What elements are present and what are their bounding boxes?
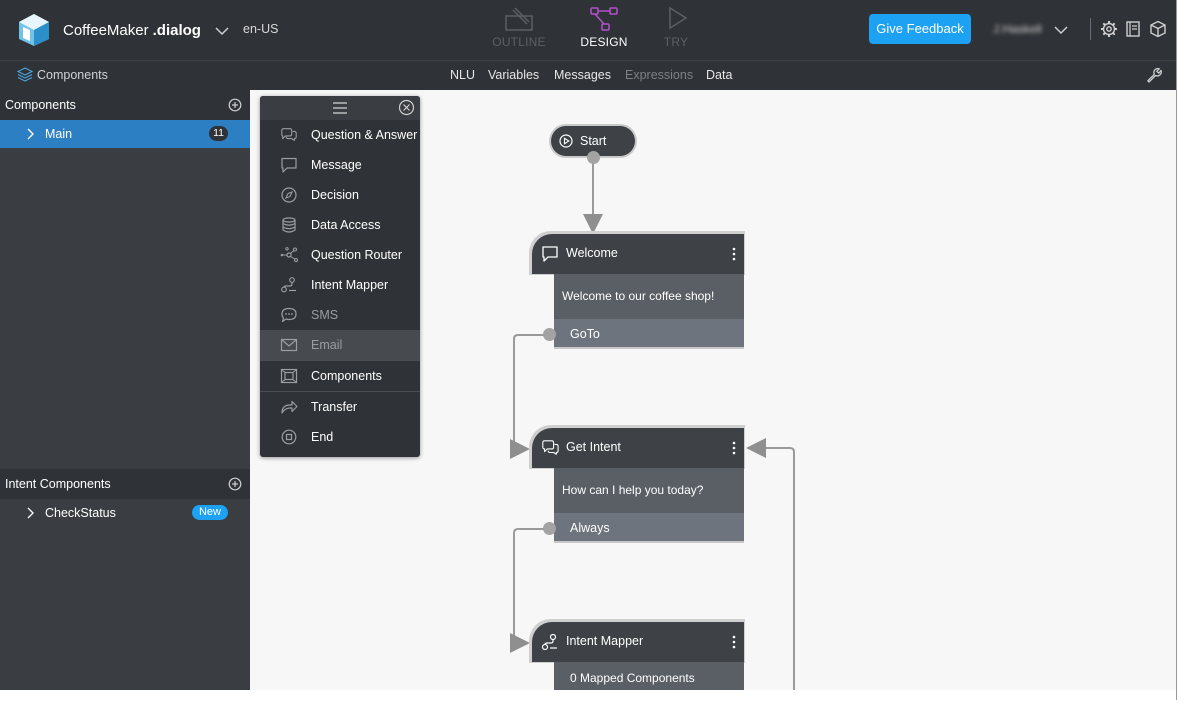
more-vertical-icon[interactable] [732,441,736,455]
router-icon [280,247,298,263]
mode-design[interactable]: DESIGN [564,6,644,49]
node-header: Get Intent [532,428,744,468]
node-question: How can I help you today? [554,468,744,513]
chevron-down-icon[interactable] [214,24,230,38]
get-intent-output-port[interactable] [543,522,556,535]
app-logo-icon [19,14,49,46]
add-component-icon[interactable] [228,98,242,112]
node-header: Intent Mapper [532,622,744,662]
intent-components-section-header: Intent Components [0,469,250,499]
node-palette: Question & Answer Message Decision Data … [260,96,420,457]
chevron-down-icon[interactable] [1053,23,1069,37]
tab-messages[interactable]: Messages [554,68,611,82]
flow-node-get-intent[interactable]: Get Intent How can I help you today? Alw… [532,428,744,545]
wrench-icon[interactable] [1146,67,1163,84]
palette-item-intent-mapper[interactable]: Intent Mapper [260,270,420,300]
chevron-right-icon[interactable] [25,128,35,140]
tab-data[interactable]: Data [706,68,733,82]
locale-selector[interactable]: en-US [243,22,279,36]
intent-mapper-icon [281,277,296,293]
chevron-right-icon[interactable] [25,507,35,519]
flow-connectors [510,158,795,700]
drag-handle-icon[interactable] [332,101,348,115]
flow-node-welcome[interactable]: Welcome Welcome to our coffee shop! GoTo [532,234,744,351]
palette-item-sms: SMS [260,300,420,330]
qa-icon [542,440,559,455]
tab-expressions: Expressions [625,68,694,82]
node-exit[interactable]: GoTo [554,319,744,349]
email-icon [280,338,298,352]
more-vertical-icon[interactable] [732,635,736,649]
palette-item-question-answer[interactable]: Question & Answer [260,120,420,150]
palette-item-message[interactable]: Message [260,150,420,180]
cube-icon[interactable] [1149,20,1167,38]
end-icon [281,429,297,445]
message-icon [281,157,297,173]
sidebar-item-checkstatus[interactable]: CheckStatus New [0,499,250,527]
app-window: CoffeeMaker.dialog en-US OUTLINE DESIGN [0,0,1177,700]
palette-item-data-access[interactable]: Data Access [260,210,420,240]
mode-outline: OUTLINE [479,6,559,49]
left-sidebar: Components Main 11 Intent Components Che… [0,90,250,700]
start-output-port[interactable] [587,151,600,164]
new-badge: New [191,505,228,520]
give-feedback-button[interactable]: Give Feedback [869,14,971,44]
node-exit[interactable]: Always [554,513,744,543]
message-icon [542,246,558,262]
outline-icon [505,7,533,31]
intent-mapper-icon [541,633,557,651]
sms-icon [281,307,297,323]
palette-divider [260,360,420,361]
tab-nlu[interactable]: NLU [450,68,476,82]
document-icon[interactable] [1124,20,1142,38]
add-intent-component-icon[interactable] [228,477,242,491]
count-badge: 11 [209,126,228,141]
play-icon [669,6,688,30]
compass-icon [281,187,297,203]
node-mapped-count: 0 Mapped Components [554,662,744,694]
top-header: CoffeeMaker.dialog en-US OUTLINE DESIGN [0,0,1176,60]
user-name[interactable]: J.Haskell [993,22,1042,36]
app-extension: .dialog [152,22,201,39]
palette-item-email: Email [260,330,420,360]
qa-icon [281,128,297,141]
gear-icon[interactable] [1100,20,1118,38]
header-divider [1090,18,1091,40]
breadcrumb[interactable]: Components [16,67,108,82]
layers-icon [16,67,34,82]
components-section-header: Components [0,90,250,120]
more-vertical-icon[interactable] [732,247,736,261]
palette-item-decision[interactable]: Decision [260,180,420,210]
play-circle-icon [559,134,573,148]
node-header: Welcome [532,234,744,274]
palette-item-end[interactable]: End [260,422,420,452]
sidebar-item-main[interactable]: Main 11 [0,120,250,148]
palette-item-components[interactable]: Components [260,361,420,391]
database-icon [282,217,296,233]
palette-header[interactable] [260,96,420,120]
tab-variables[interactable]: Variables [488,68,540,82]
welcome-output-port[interactable] [543,328,556,341]
sub-toolbar: Components NLU Variables Messages Expres… [0,60,1176,90]
palette-item-question-router[interactable]: Question Router [260,240,420,270]
flow-node-intent-mapper[interactable]: Intent Mapper 0 Mapped Components [532,622,744,700]
mode-try: TRY [636,6,716,49]
node-message: Welcome to our coffee shop! [554,274,744,319]
design-flow-icon [590,7,618,31]
app-title[interactable]: CoffeeMaker.dialog [63,22,201,39]
palette-item-transfer[interactable]: Transfer [260,392,420,422]
palette-divider [260,391,420,392]
components-icon [280,368,298,384]
app-name: CoffeeMaker [63,22,149,39]
transfer-icon [281,400,298,414]
close-icon[interactable] [398,99,415,116]
